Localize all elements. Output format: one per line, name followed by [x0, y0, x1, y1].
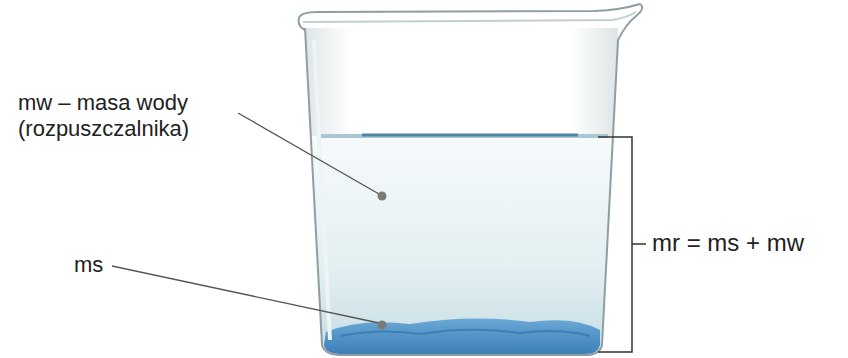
water-surface-line [362, 134, 578, 137]
beaker-glass [305, 28, 618, 355]
solution-mass-label: mr = ms + mw [652, 229, 804, 258]
water-surface [318, 134, 608, 138]
water [311, 136, 613, 355]
glass-highlight [314, 40, 330, 340]
bracket [598, 137, 632, 352]
pointer-dot [378, 192, 387, 201]
leader-line [112, 266, 379, 323]
rim-highlight [303, 12, 636, 22]
beaker-rim [299, 4, 643, 40]
solute-sediment [324, 318, 600, 354]
solute-label: ms [74, 252, 103, 278]
beaker-outline [305, 28, 618, 355]
solvent-label: mw – masa wody (rozpuszczalnika) [18, 90, 228, 143]
pointer-dot [378, 321, 387, 330]
leader-line [238, 113, 379, 194]
sediment-shade [340, 330, 590, 336]
bracket-tick [632, 243, 646, 245]
